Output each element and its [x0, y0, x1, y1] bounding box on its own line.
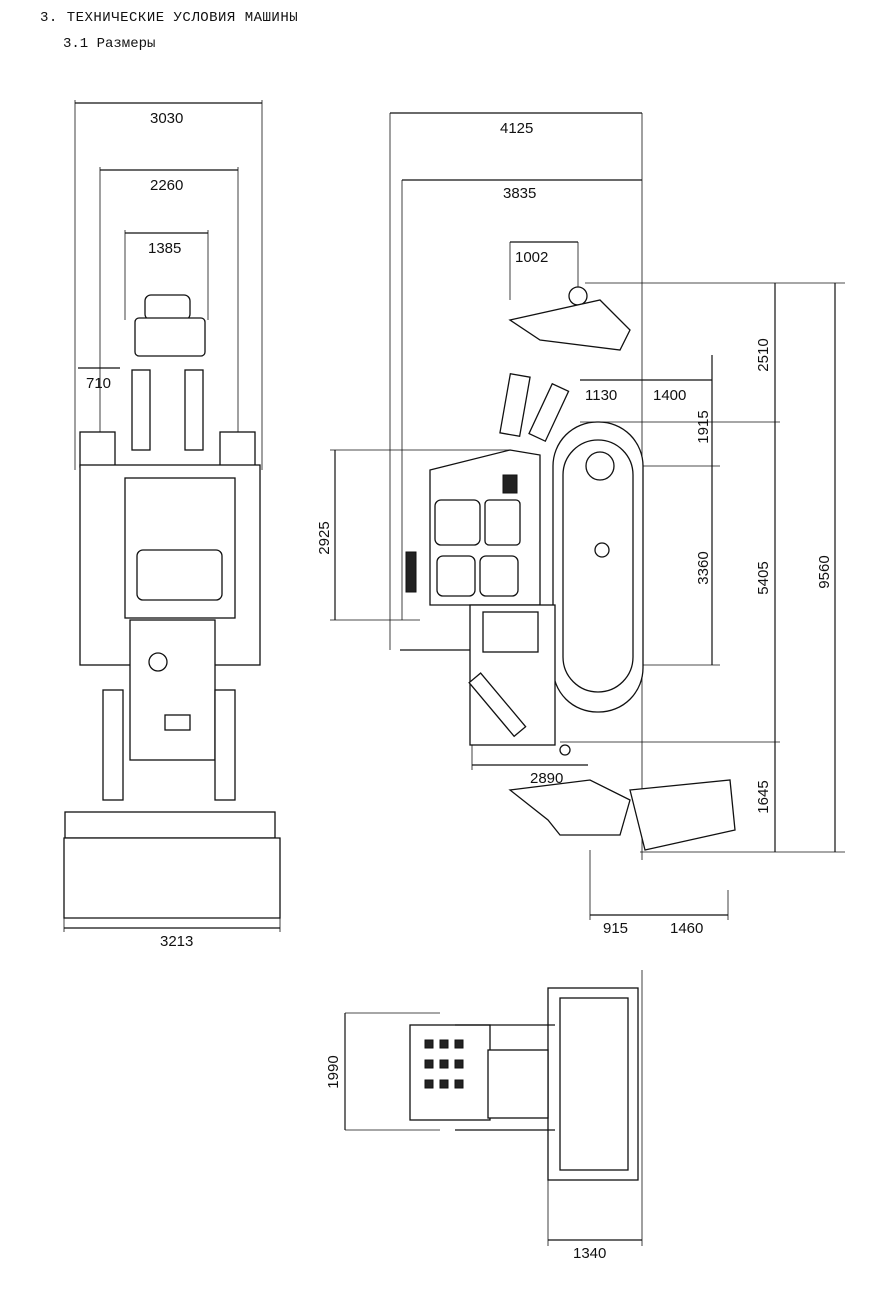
dim-1460: 1460	[670, 920, 703, 937]
dim-1385: 1385	[148, 240, 181, 257]
dim-1645: 1645	[755, 780, 772, 813]
dim-1002: 1002	[515, 249, 548, 266]
dim-4125: 4125	[500, 120, 533, 137]
dim-2925: 2925	[316, 521, 333, 554]
dim-5405: 5405	[755, 561, 772, 594]
dim-915: 915	[603, 920, 628, 937]
dim-9560: 9560	[816, 555, 833, 588]
dim-710: 710	[86, 375, 111, 392]
dim-1130: 1130	[585, 387, 617, 404]
dim-1990: 1990	[325, 1055, 342, 1088]
dim-1340: 1340	[573, 1245, 606, 1262]
dim-3213: 3213	[160, 933, 193, 950]
dim-3835: 3835	[503, 185, 536, 202]
dim-1915: 1915	[695, 410, 712, 443]
section-heading: 3. ТЕХНИЧЕСКИЕ УСЛОВИЯ МАШИНЫ	[40, 10, 299, 26]
dim-2890: 2890	[530, 770, 563, 787]
side-view	[330, 112, 845, 920]
front-view	[63, 100, 281, 932]
dim-3030: 3030	[150, 110, 183, 127]
top-view	[344, 970, 643, 1246]
dim-3360: 3360	[695, 551, 712, 584]
dim-2260: 2260	[150, 177, 183, 194]
dim-2510: 2510	[755, 338, 772, 371]
subsection-heading: 3.1 Размеры	[63, 36, 156, 52]
dim-1400: 1400	[653, 387, 686, 404]
